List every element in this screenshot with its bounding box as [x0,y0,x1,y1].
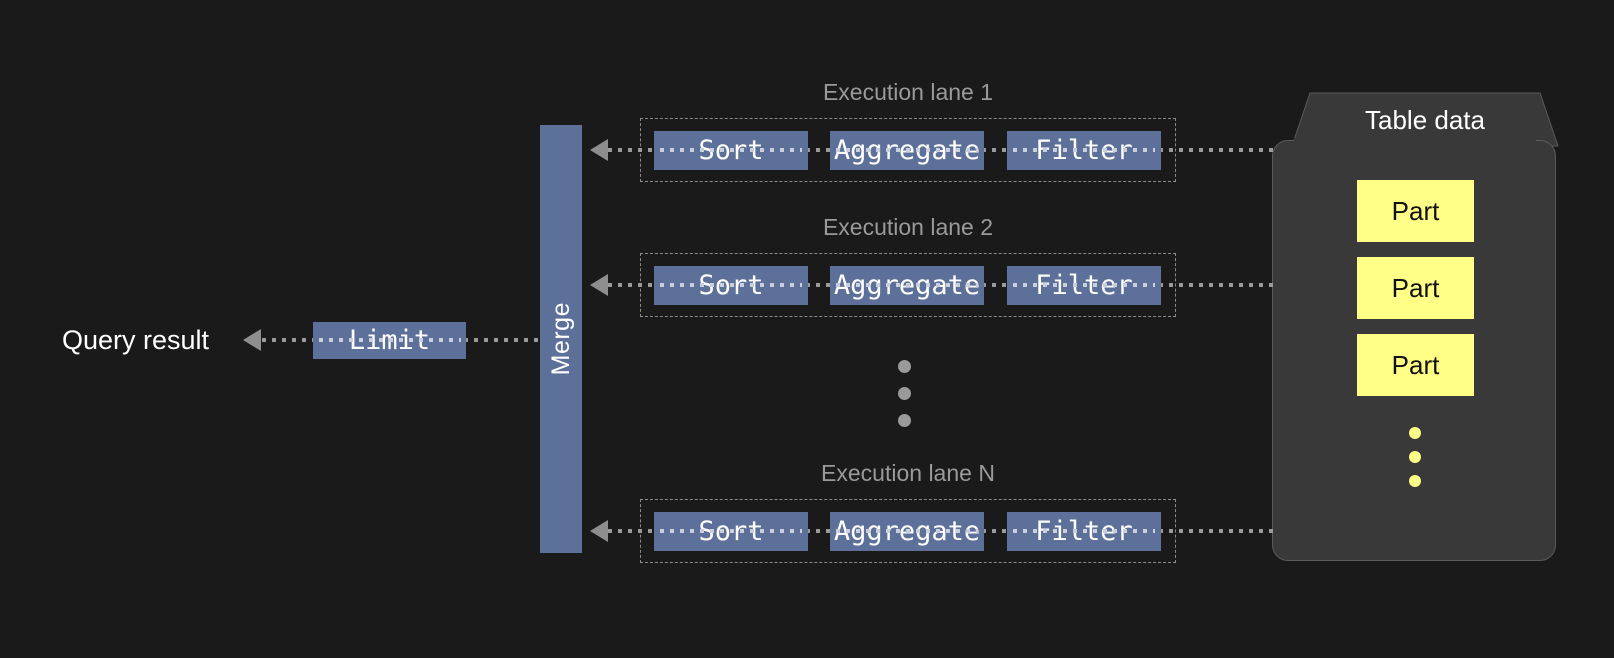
arrow-lane-1-to-merge-icon [590,139,608,161]
connector-lane-n-to-merge [608,529,658,533]
lane-label-2: Execution lane 2 [822,214,994,240]
connector-table-data-to-lane-2 [1159,283,1277,287]
connector-lane-1-to-merge [608,148,658,152]
connector-through-filter-lane-1 [1013,148,1155,152]
table-data-title: Table data [1365,104,1485,135]
connector-through-filter-lane-2 [1013,283,1155,287]
part-box[interactable]: Part [1357,180,1474,242]
part-ellipsis [1409,427,1425,487]
arrow-to-query-result-icon [243,329,261,351]
connector-sort-to-aggregate-lane-1 [806,148,834,152]
connector-through-sort-lane-n [660,529,802,533]
connector-limit-to-query-result [262,338,316,342]
lane-label-n: Execution lane N [821,460,995,486]
part-box[interactable]: Part [1357,334,1474,396]
connector-sort-to-aggregate-lane-n [806,529,834,533]
connector-through-filter-lane-n [1013,529,1155,533]
connector-table-data-to-lane-1 [1159,148,1277,152]
connector-through-sort-lane-1 [660,148,802,152]
table-data-tab-seam [1294,138,1536,143]
part-box[interactable]: Part [1357,257,1474,319]
connector-sort-to-aggregate-lane-2 [806,283,834,287]
lane-ellipsis-dot [898,387,911,400]
part-ellipsis-dot [1409,427,1421,439]
connector-aggregate-to-filter-lane-1 [982,148,1010,152]
connector-through-aggregate-lane-2 [836,283,978,287]
arrow-lane-2-to-merge-icon [590,274,608,296]
connector-through-limit [319,338,461,342]
connector-through-sort-lane-2 [660,283,802,287]
query-result-label: Query result [62,325,210,355]
connector-table-data-to-lane-n [1159,529,1277,533]
part-ellipsis-dot [1409,451,1421,463]
lane-ellipsis-dot [898,360,911,373]
connector-lane-2-to-merge [608,283,658,287]
lane-ellipsis [898,360,918,428]
connector-aggregate-to-filter-lane-n [982,529,1010,533]
connector-merge-to-limit [464,338,542,342]
part-ellipsis-dot [1409,475,1421,487]
arrow-lane-n-to-merge-icon [590,520,608,542]
lane-label-1: Execution lane 1 [822,79,994,105]
lane-ellipsis-dot [898,414,911,427]
table-data-tab-shape [1291,92,1559,147]
merge-label: Merge [546,302,575,376]
connector-through-aggregate-lane-1 [836,148,978,152]
merge-bar[interactable]: Merge [540,125,582,553]
connector-through-aggregate-lane-n [836,529,978,533]
connector-aggregate-to-filter-lane-2 [982,283,1010,287]
